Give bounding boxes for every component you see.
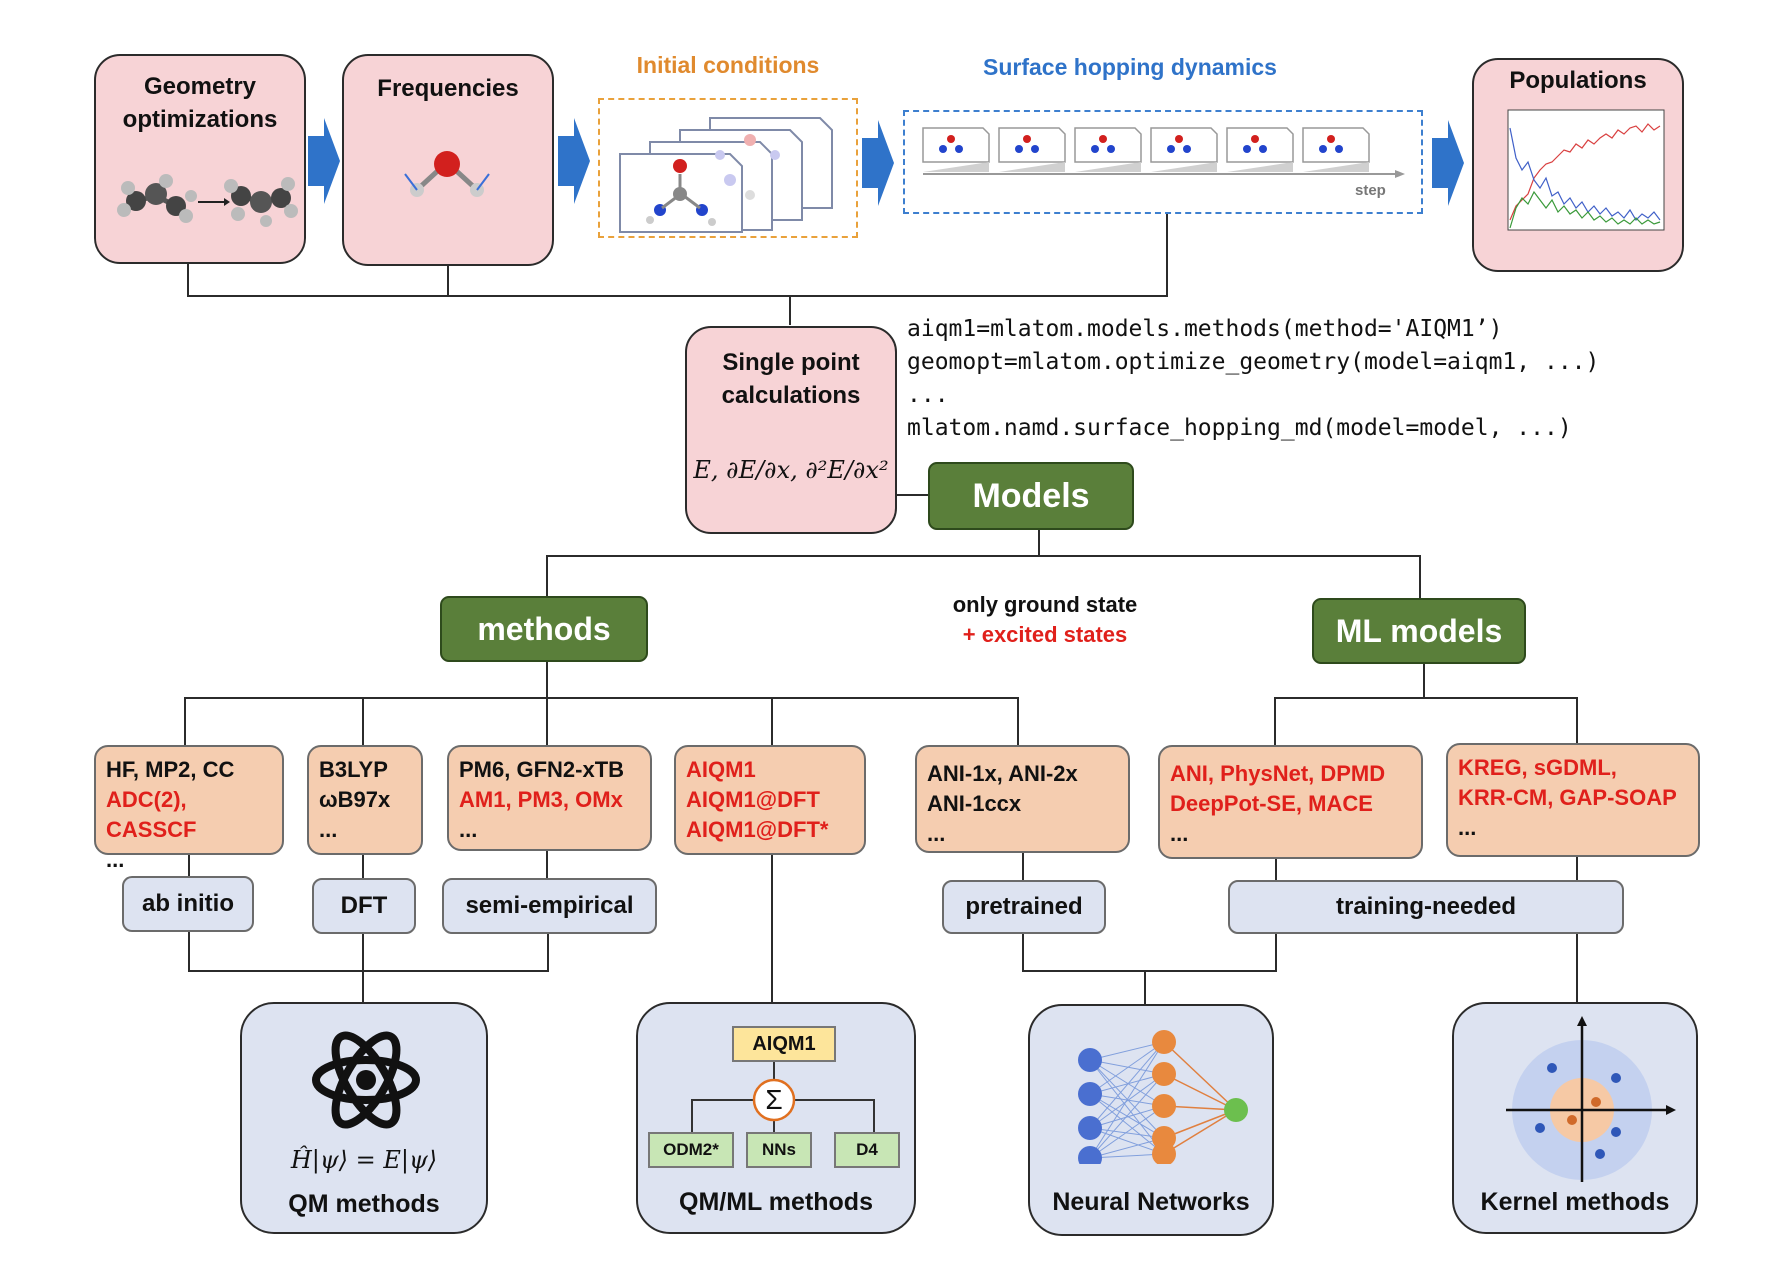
- nns-box: NNs: [746, 1132, 812, 1168]
- code-line-4: mlatom.namd.surface_hopping_md(model=mod…: [907, 415, 1572, 441]
- frequencies-title: Frequencies: [377, 75, 519, 102]
- kernel-line-3: ...: [1458, 815, 1477, 840]
- dft-category: DFT: [312, 878, 416, 934]
- frequencies-box: Frequencies: [342, 54, 554, 266]
- aiqm-methods-box: AIQM1 AIQM1@DFT AIQM1@DFT*: [674, 745, 866, 855]
- ani-line-3: ...: [927, 821, 946, 846]
- odm2-box: ODM2*: [648, 1132, 734, 1168]
- arrow-4: [1432, 120, 1464, 206]
- abinitio-line-2: ADC(2), CASSCF: [106, 787, 197, 842]
- trajectory-strip: [922, 127, 1405, 178]
- qm-methods-label: QM methods: [288, 1190, 440, 1218]
- vibration-icon: [404, 151, 490, 197]
- schrodinger-formula: Ĥ|ψ⟩ = E|ψ⟩: [290, 1146, 438, 1174]
- initial-conditions-title: Initial conditions: [636, 52, 820, 78]
- semi-line-2: AM1, PM3, OMx: [459, 787, 623, 812]
- single-point-box: Single point calculations E, ∂E/∂x, ∂²E/…: [685, 326, 897, 534]
- qm-methods-box: Ĥ|ψ⟩ = E|ψ⟩ QM methods: [240, 1002, 488, 1234]
- semi-line-3: ...: [459, 817, 478, 842]
- nn-line-2: DeepPot-SE, MACE: [1170, 791, 1373, 816]
- dft-line-3: ...: [319, 817, 338, 842]
- surface-hopping-title: Surface hopping dynamics: [983, 54, 1277, 80]
- step-label: step: [1355, 182, 1386, 199]
- abinitio-category: ab initio: [122, 876, 254, 932]
- atom-icon: [312, 1031, 420, 1129]
- abinitio-line-3: ...: [106, 847, 125, 872]
- kernel-icon: [1506, 1016, 1676, 1182]
- single-point-title: Single point calculations: [721, 349, 861, 409]
- qmml-methods-label: QM/ML methods: [679, 1188, 873, 1216]
- sigma-symbol: Σ: [765, 1084, 783, 1115]
- dft-line-2: ωB97x: [319, 787, 391, 812]
- kernel-line-1: KREG, sGDML,: [1458, 755, 1617, 780]
- geometry-optimizations-box: Geometry optimizations: [94, 54, 306, 264]
- legend-excited-states: + excited states: [962, 622, 1128, 647]
- nn-line-1: ANI, PhysNet, DPMD: [1170, 761, 1386, 786]
- training-needed-category: training-needed: [1228, 880, 1624, 934]
- ani-line-2: ANI-1ccx: [927, 791, 1022, 816]
- arrow-1: [308, 118, 340, 204]
- molecule-optimization-icon: [117, 174, 298, 227]
- initial-conditions-box: [598, 98, 858, 238]
- qmml-methods-box: AIQM1 Σ ODM2* NNs D4 QM/ML methods: [636, 1002, 916, 1234]
- kernel-methods-label: Kernel methods: [1480, 1188, 1670, 1216]
- legend-ground-state: only ground state: [952, 592, 1138, 617]
- ani-line-1: ANI-1x, ANI-2x: [927, 761, 1078, 786]
- populations-plot: [1507, 109, 1665, 231]
- dft-methods-box: B3LYP ωB97x ...: [307, 745, 423, 855]
- semi-line-1: PM6, GFN2-xTB: [459, 757, 625, 782]
- code-line-3: ...: [907, 382, 949, 408]
- molecule-stack-icon: [619, 117, 833, 233]
- geometry-optimizations-title: Geometry optimizations: [122, 73, 278, 133]
- aiqm-line-3: AIQM1@DFT*: [686, 817, 829, 842]
- models-label: Models: [928, 462, 1134, 530]
- arrow-2: [558, 118, 590, 204]
- code-line-1: aiqm1=mlatom.models.methods(method='AIQM…: [907, 316, 1503, 342]
- neural-networks-label: Neural Networks: [1052, 1188, 1250, 1216]
- aiqm-line-2: AIQM1@DFT: [686, 787, 820, 812]
- populations-title: Populations: [1509, 67, 1647, 94]
- pretrained-category: pretrained: [942, 880, 1106, 934]
- methods-label: methods: [440, 596, 648, 662]
- abinitio-methods-box: HF, MP2, CC ADC(2), CASSCF ...: [94, 745, 284, 872]
- dft-line-1: B3LYP: [319, 757, 388, 782]
- nn-models-box: ANI, PhysNet, DPMD DeepPot-SE, MACE ...: [1158, 745, 1423, 859]
- arrow-3: [862, 120, 894, 206]
- ml-models-label: ML models: [1312, 598, 1526, 664]
- kernel-line-2: KRR-CM, GAP-SOAP: [1458, 785, 1677, 810]
- neural-networks-box: Neural Networks: [1028, 1004, 1274, 1236]
- kernel-methods-box: Kernel methods: [1452, 1002, 1698, 1234]
- surface-hopping-box: step: [903, 110, 1423, 214]
- aiqm-line-1: AIQM1: [686, 757, 756, 782]
- d4-box: D4: [834, 1132, 900, 1168]
- semiempirical-category: semi-empirical: [442, 878, 657, 934]
- code-line-2: geomopt=mlatom.optimize_geometry(model=a…: [907, 349, 1600, 375]
- derivative-formula: E, ∂E/∂x, ∂²E/∂x²: [693, 456, 889, 484]
- pretrained-models-box: ANI-1x, ANI-2x ANI-1ccx ...: [915, 745, 1130, 853]
- aiqm1-scheme: [691, 1060, 875, 1134]
- kernel-models-box: KREG, sGDML, KRR-CM, GAP-SOAP ...: [1446, 743, 1700, 857]
- semiempirical-methods-box: PM6, GFN2-xTB AM1, PM3, OMx ...: [447, 745, 652, 851]
- neural-network-icon: [1078, 1030, 1248, 1164]
- aiqm1-box: AIQM1: [732, 1026, 836, 1062]
- populations-box: Populations: [1472, 58, 1684, 272]
- nn-line-3: ...: [1170, 821, 1189, 846]
- abinitio-line-1: HF, MP2, CC: [106, 757, 235, 782]
